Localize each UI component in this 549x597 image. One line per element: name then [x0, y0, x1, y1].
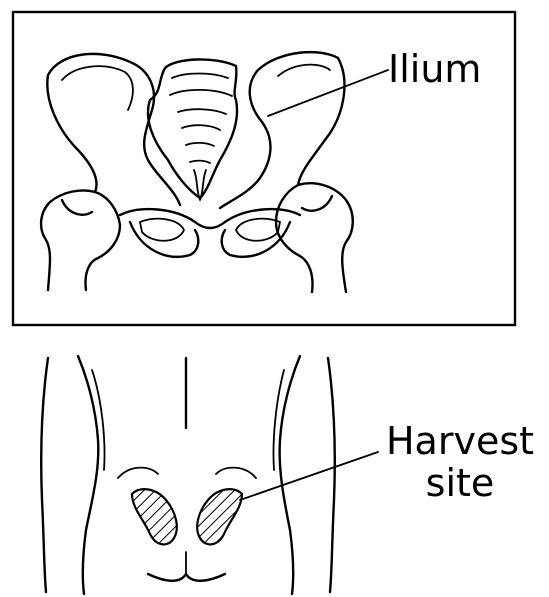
left-crest-mark	[118, 468, 158, 478]
gluteal-cleft	[148, 574, 225, 581]
sacrum-top	[170, 74, 232, 164]
left-ilium	[47, 54, 180, 205]
right-torso-outline	[280, 356, 300, 594]
ilium-leader-line	[268, 70, 388, 116]
left-torso-outline	[78, 356, 98, 594]
right-ilium-inner	[278, 65, 330, 76]
harvest-label-line1: Harvest	[374, 420, 546, 462]
left-femur	[41, 190, 120, 290]
right-femur	[276, 183, 353, 292]
ilium-label: Ilium	[388, 48, 481, 90]
left-harvest-area	[132, 489, 177, 544]
right-arm-outline	[328, 358, 335, 592]
harvest-label-line2: site	[374, 462, 546, 504]
pelvis-skeleton	[41, 52, 353, 292]
left-arm-outline	[41, 358, 48, 592]
lower-back-outline	[41, 356, 335, 594]
pubis	[120, 209, 300, 257]
harvest-leader-line	[240, 452, 378, 500]
obturator-foramina	[140, 219, 280, 241]
right-harvest-area	[197, 489, 242, 544]
right-crest-mark	[216, 468, 256, 478]
harvest-site-label: Harvest site	[374, 420, 546, 504]
left-ilium-inner	[62, 66, 133, 110]
